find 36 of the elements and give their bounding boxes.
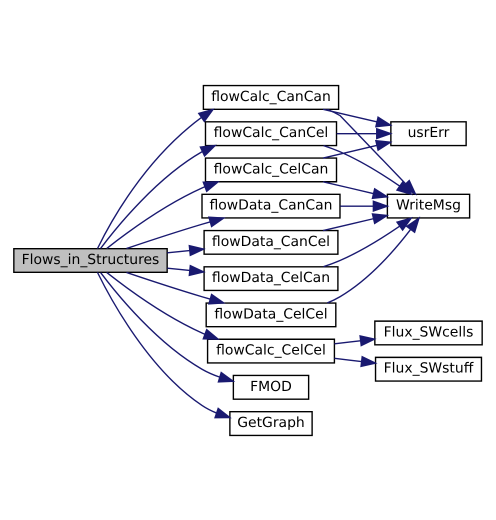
arrow [100, 144, 217, 248]
arrow [340, 200, 390, 212]
node-box: Flows_in_Structures [13, 247, 168, 273]
node-box: FMOD [232, 374, 310, 400]
arrow [106, 271, 220, 340]
arrow [322, 139, 393, 158]
arrow [100, 272, 236, 382]
arrow [126, 271, 226, 304]
arrow [106, 180, 220, 249]
node-box: usrErr [390, 120, 467, 146]
arrow [167, 244, 206, 256]
arrow [96, 108, 215, 248]
arrow [96, 272, 232, 418]
node-box: flowCalc_CanCel [204, 120, 338, 146]
arrow [327, 216, 420, 304]
arrow [336, 127, 393, 140]
arrow [323, 144, 413, 195]
node-box: GetGraph [229, 410, 313, 436]
node-box: Flux_SWcells [374, 320, 483, 346]
node-box: flowData_CanCan [201, 193, 341, 218]
node-box: WriteMsg [386, 193, 470, 218]
node-box: flowData_CanCel [203, 229, 339, 254]
arrow [322, 212, 390, 231]
node-box: flowData_CelCan [203, 266, 339, 291]
node-box: Flux_SWstuff [374, 356, 482, 382]
arrow [334, 334, 377, 346]
arrow [167, 264, 206, 276]
arrow [126, 216, 226, 249]
node-box: flowCalc_CanCan [202, 84, 340, 110]
arrow [334, 355, 378, 367]
node-box: flowData_CelCel [205, 302, 336, 327]
node-box: flowCalc_CelCel [206, 338, 336, 364]
node-box: flowCalc_CelCan [204, 156, 338, 182]
arrow [322, 108, 393, 127]
arrow [323, 216, 413, 267]
arrow [322, 180, 390, 199]
